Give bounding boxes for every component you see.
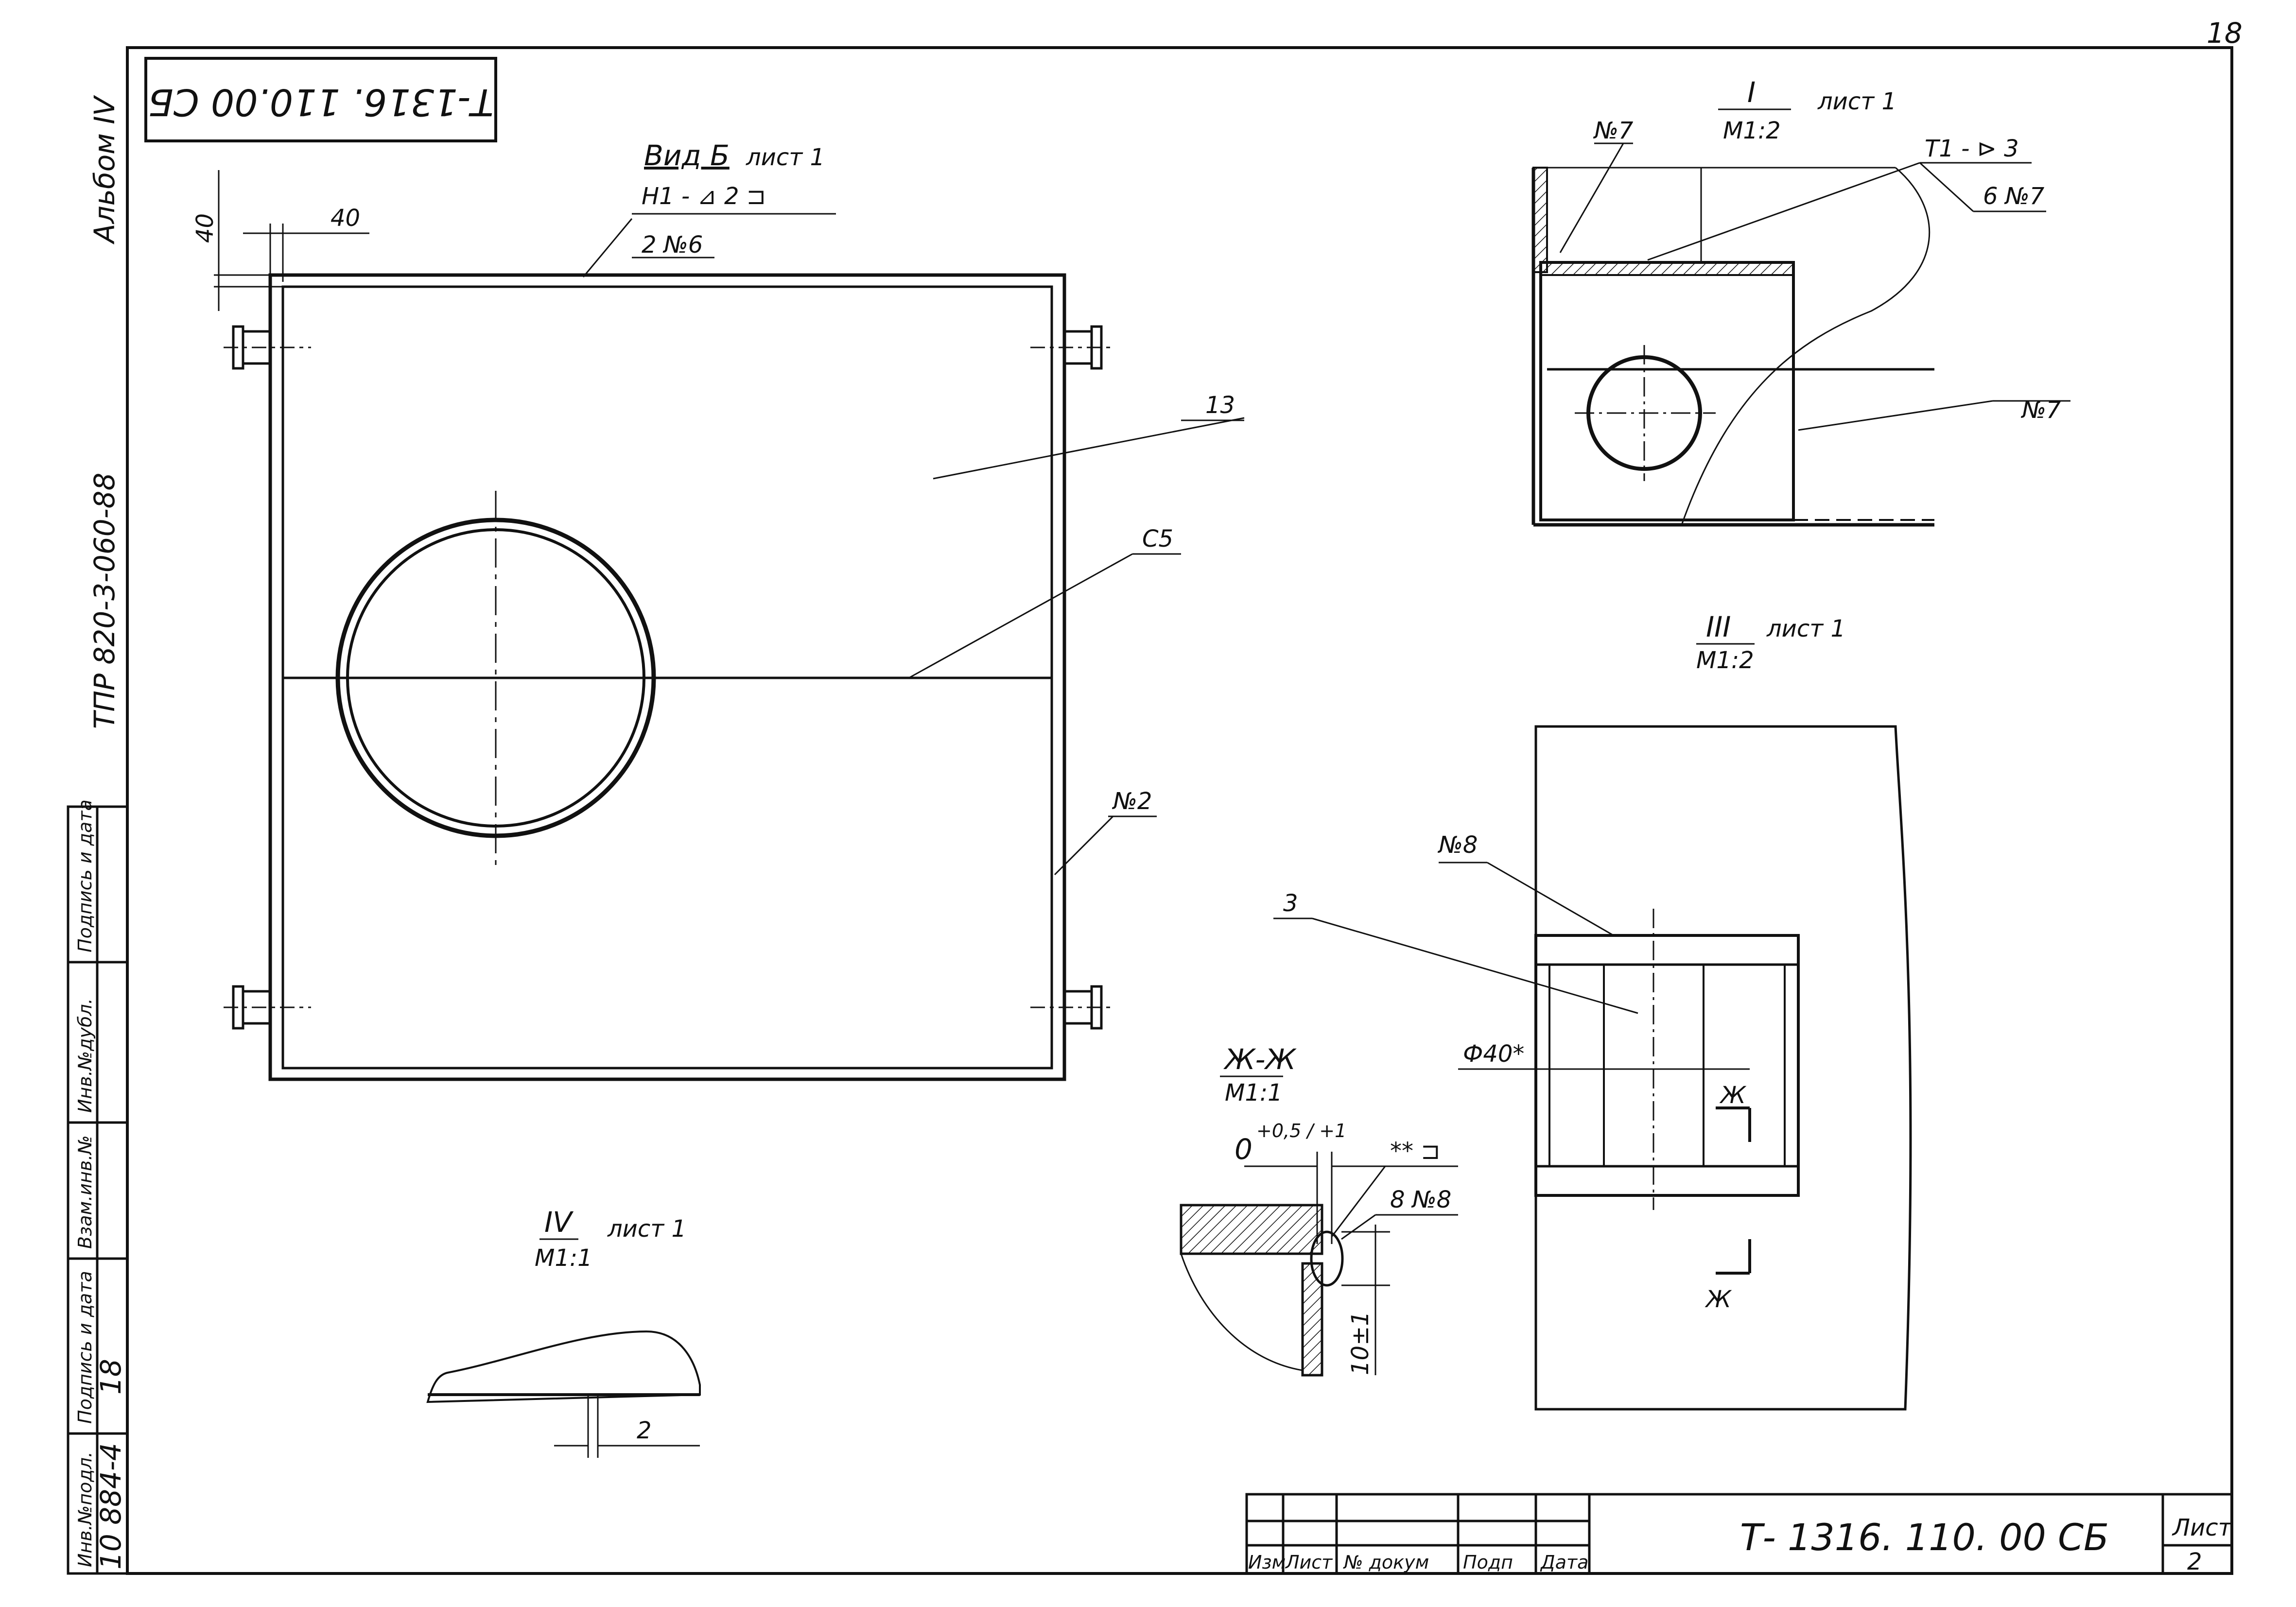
title-block-doc-number: Т- 1316. 110. 00 СБ	[1740, 1516, 2109, 1559]
strip-podpis-data-2: Подпись и дата	[74, 799, 96, 952]
section-zh-gap-tol: +0,5 / +1	[1256, 1120, 1346, 1141]
main-view-sheet-ref: лист 1	[746, 144, 825, 171]
view-I-weld-t1: Т1 - ⊳ 3	[1925, 135, 2019, 162]
title-block-col-list: Лист	[1285, 1552, 1333, 1573]
dim-40-vertical: 40	[191, 213, 219, 243]
strip-podpis-data-1: Подпись и дата	[74, 1271, 96, 1424]
dim-40-horizontal: 40	[330, 205, 360, 232]
view-I-n7-right: №7	[2020, 397, 2061, 424]
view-I-title: I	[1747, 76, 1756, 109]
title-block-list-label: Лист	[2172, 1514, 2233, 1541]
view-III	[1273, 643, 1912, 1411]
left-strip	[67, 805, 129, 1575]
title-block-col-podp: Подп	[1463, 1552, 1513, 1573]
view-I-scale: М1:2	[1723, 117, 1781, 144]
view-III-n8: №8	[1437, 831, 1478, 859]
view-III-scale: М1:2	[1696, 647, 1754, 674]
view-IV-dim: 2	[637, 1417, 652, 1444]
section-zh-item: 8 №8	[1390, 1186, 1451, 1213]
view-III-section-mark-1: Ж	[1719, 1082, 1747, 1109]
mirrored-stamp: Т-1316. 110.00 СБ	[144, 57, 497, 142]
view-III-title: III	[1706, 610, 1731, 643]
view-I-n7-top: №7	[1593, 117, 1634, 144]
section-zh-dim: 10±1	[1347, 1311, 1374, 1375]
view-I-six-n7: 6 №7	[1983, 183, 2045, 210]
strip-inv-value: 10 884-4	[94, 1443, 127, 1570]
item-n2-label: №2	[1112, 788, 1152, 815]
title-block	[1245, 1493, 2233, 1575]
view-I	[1531, 108, 2070, 527]
strip-inv-podl: Инв.№подл.	[74, 1451, 96, 1567]
section-zh-scale: М1:1	[1225, 1079, 1283, 1106]
view-I-sheet-ref: лист 1	[1817, 88, 1896, 115]
section-zh-gap: 0	[1235, 1133, 1252, 1166]
view-III-section-mark-2: Ж	[1705, 1286, 1732, 1313]
section-zh-weld: ** ⊐	[1390, 1138, 1440, 1165]
view-IV-scale: М1:1	[535, 1244, 592, 1272]
title-block-col-data: Дата	[1540, 1552, 1588, 1573]
section-zh	[1180, 1075, 1458, 1377]
main-view-title: Вид Б	[644, 139, 730, 172]
view-IV-title: IV	[544, 1206, 574, 1239]
view-III-sheet-ref: лист 1	[1766, 615, 1845, 642]
sheet-corner-number: 18	[2207, 17, 2243, 50]
item-c5-label: С5	[1142, 525, 1173, 553]
project-code: ТПР 820-3-060-88	[88, 473, 121, 729]
main-view	[214, 170, 1245, 1081]
strip-sign-value: 18	[94, 1359, 127, 1395]
view-III-item-3: 3	[1283, 890, 1298, 917]
section-zh-title: Ж-Ж	[1223, 1043, 1297, 1076]
view-IV	[426, 1238, 701, 1458]
view-III-phi40: Ф40*	[1463, 1040, 1524, 1068]
title-block-list-value: 2	[2187, 1548, 2202, 1575]
title-block-col-doc: № докум	[1343, 1552, 1429, 1573]
strip-vzam-inv: Взам.инв.№	[74, 1135, 96, 1249]
view-IV-sheet-ref: лист 1	[607, 1215, 686, 1243]
main-view-weld-callout: Н1 - ⊿ 2 ⊐	[642, 183, 766, 210]
title-block-col-izm: Изм	[1248, 1552, 1286, 1573]
album-label: Альбом IV	[88, 95, 121, 245]
item-13-label: 13	[1205, 392, 1235, 419]
item-2n6-label: 2 №6	[642, 231, 703, 259]
strip-inv-dubl: Инв.№дубл.	[74, 998, 96, 1113]
stamp-mirrored-text: Т-1316. 110.00 СБ	[148, 81, 494, 124]
